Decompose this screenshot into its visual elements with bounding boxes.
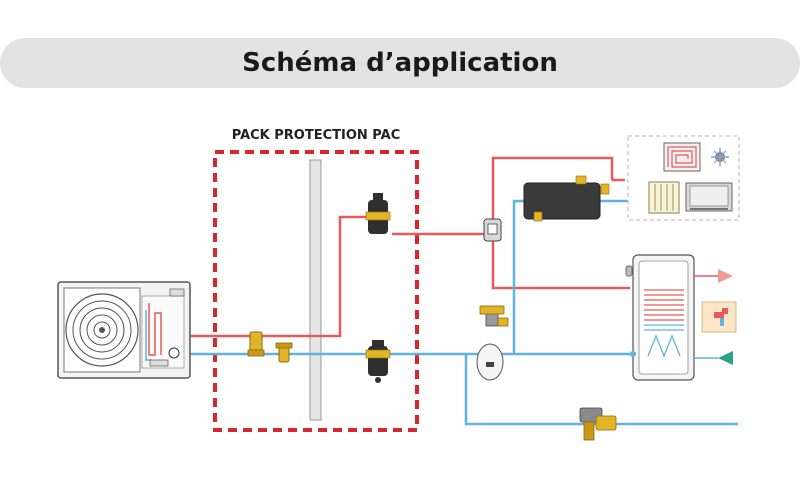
brass-valve-icon — [275, 342, 293, 363]
pack-protection-label: PACK PROTECTION PAC — [232, 128, 401, 143]
cold-pipe-bottom — [464, 354, 738, 426]
dhw-tank-icon — [625, 254, 695, 381]
hot-water-arrow-icon — [718, 269, 733, 283]
fan-coil-icon — [685, 182, 733, 212]
magnetic-filter-icon — [365, 340, 391, 383]
three-way-valve-icon — [483, 218, 502, 242]
title-bar: Schéma d’application — [0, 38, 800, 88]
radiator-icon — [648, 181, 680, 214]
cold-pipe-buffer — [512, 199, 524, 354]
air-separator-icon — [365, 193, 391, 234]
pressure-reducer-icon — [579, 407, 617, 441]
hot-pipe-to-dhw — [491, 236, 630, 290]
cold-water-arrow-icon — [718, 351, 733, 365]
underfloor-heating-icon — [663, 142, 701, 172]
heat-pump-icon — [57, 281, 191, 379]
brass-filter-icon — [247, 331, 265, 357]
buffer-tank-icon — [523, 175, 610, 222]
faucet-icon — [701, 301, 737, 333]
expansion-vessel-icon — [476, 305, 509, 381]
wall — [309, 159, 322, 421]
hot-pipe-main — [178, 215, 368, 338]
hot-pipe-to-buffer — [491, 156, 614, 222]
snowflake-icon — [711, 148, 729, 166]
page-title: Schéma d’application — [242, 48, 558, 78]
